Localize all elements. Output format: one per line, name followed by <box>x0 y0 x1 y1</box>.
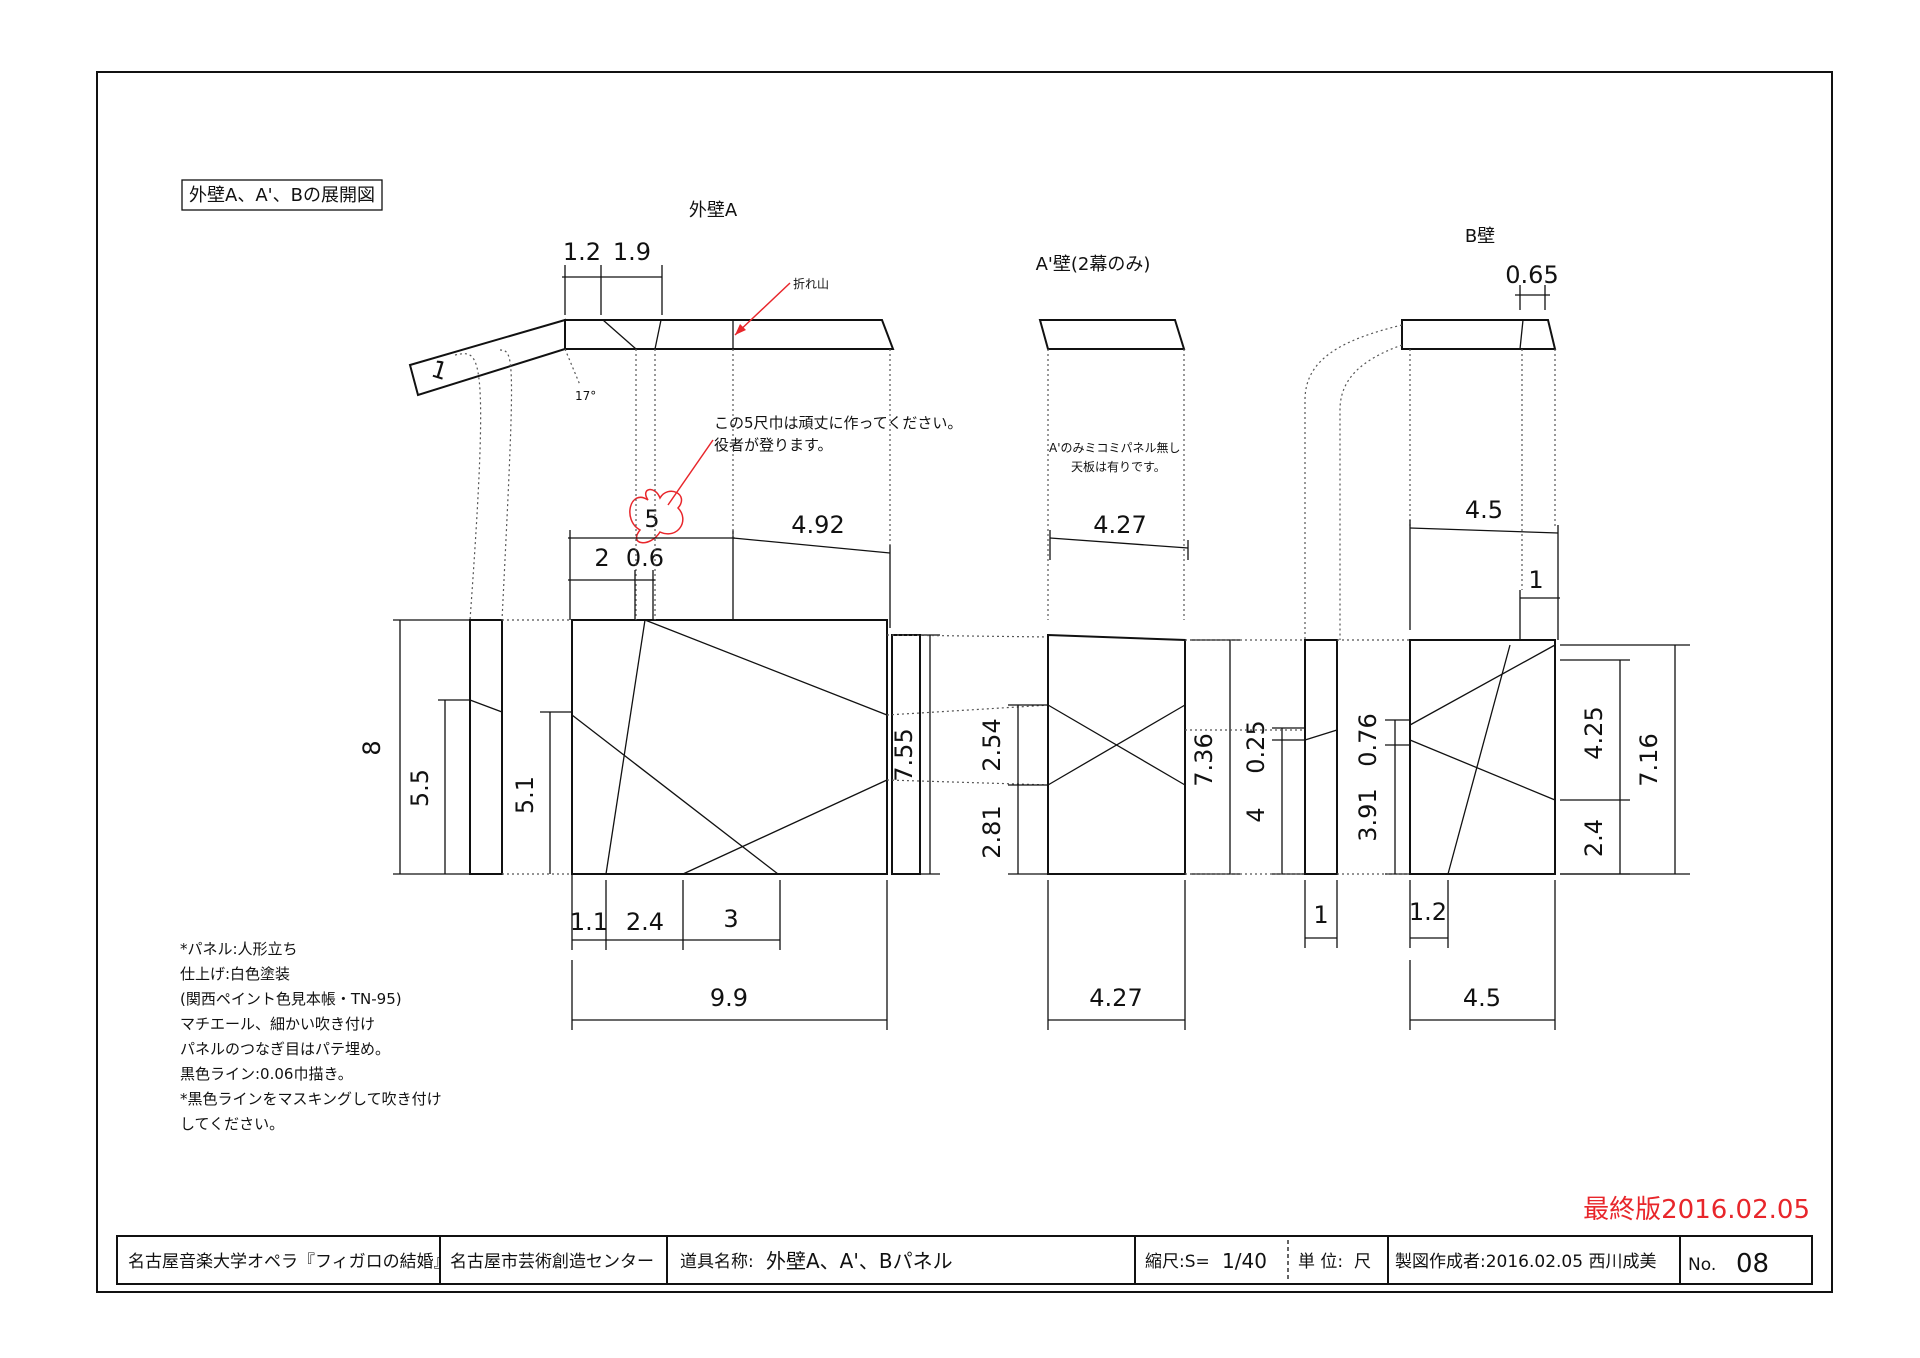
wall-b-title: B壁 <box>1465 226 1495 247</box>
dim-b-7-16: 7.16 <box>1635 733 1663 786</box>
dim-b-3-91: 3.91 <box>1354 788 1382 841</box>
tb-scale-label: 縮尺:S= <box>1145 1252 1210 1272</box>
wall-a-prime-dims <box>1008 639 1240 1030</box>
dim-b-4-5-bottom: 4.5 <box>1463 984 1501 1012</box>
fold-arrowhead <box>735 324 746 335</box>
note-a-line1: この5尺巾は頑丈に作ってください。 <box>714 414 962 432</box>
fold-arrow <box>734 282 791 336</box>
title-block <box>116 1235 1813 1285</box>
tb-drafter: 製図作成者:2016.02.05 西川成美 <box>1395 1252 1656 1272</box>
note-line-8: してください。 <box>180 1115 284 1133</box>
dim-a-0-6: 0.6 <box>626 544 664 572</box>
note-line-6: 黒色ライン:0.06巾描き。 <box>180 1065 353 1083</box>
dim-a-9-9: 9.9 <box>710 984 748 1012</box>
note-line-5: パネルのつなぎ目はパテ埋め。 <box>180 1040 390 1058</box>
note-ap-line1: A'のみミコミパネル無し <box>1049 440 1181 455</box>
dim-a-7-55: 7.55 <box>890 728 918 781</box>
dim-a-4-92: 4.92 <box>791 511 844 539</box>
wall-a-left-dims <box>393 619 940 875</box>
tb-prop-label: 道具名称: <box>680 1252 754 1272</box>
dim-ap-2-81: 2.81 <box>978 805 1006 858</box>
dim-a-5: 5 <box>644 505 659 533</box>
wall-a-prime-title: A'壁(2幕のみ) <box>1036 254 1151 275</box>
dim-a-2: 2 <box>594 544 609 572</box>
dim-5-cloud <box>629 488 684 544</box>
heading-text: 外壁A、A'、Bの展開図 <box>189 185 375 206</box>
note-line-3: (関西ペイント色見本帳・TN-95) <box>180 990 402 1008</box>
dim-a-5-5: 5.5 <box>406 769 434 807</box>
note-line-2: 仕上げ:白色塗装 <box>180 965 290 983</box>
dim-b-0-25: 0.25 <box>1242 720 1270 773</box>
dim-b-4: 4 <box>1242 807 1270 822</box>
angle-label: 17° <box>575 389 596 403</box>
dim-a-5-1: 5.1 <box>511 776 539 814</box>
wall-b-elevation <box>1304 639 1556 875</box>
wall-a-elevation <box>469 619 921 875</box>
note-line-1: *パネル:人形立ち <box>180 940 298 958</box>
dim-b-0-65: 0.65 <box>1505 261 1558 289</box>
tb-venue: 名古屋市芸術創造センター <box>450 1252 654 1272</box>
wall-b-upper-dims <box>1409 520 1560 640</box>
dim-a-1-1: 1.1 <box>570 908 608 936</box>
dim-b-4-25: 4.25 <box>1580 706 1608 759</box>
wall-b-dims <box>1272 644 1690 1030</box>
dim-ap-4-27-top: 4.27 <box>1093 511 1146 539</box>
dim-a-2-4: 2.4 <box>626 908 664 936</box>
dim-b-1-2: 1.2 <box>1409 898 1447 926</box>
note-ap-line2: 天板は有りです。 <box>1071 460 1166 474</box>
tb-unit-value: 尺 <box>1354 1252 1371 1272</box>
dim-ap-4-27-bottom: 4.27 <box>1089 984 1142 1012</box>
wall-a-title: 外壁A <box>689 200 738 221</box>
wall-a-bottom-dims <box>571 874 888 1030</box>
wall-b-plan <box>1304 285 1557 640</box>
tb-prop-name: 外壁A、A'、Bパネル <box>766 1249 953 1273</box>
dim-b-2-4: 2.4 <box>1580 819 1608 857</box>
dim-b-0-76: 0.76 <box>1354 713 1382 766</box>
tb-no-value: 08 <box>1736 1249 1769 1279</box>
note-a-line2: 役者が登ります。 <box>714 436 833 454</box>
dim-a-3: 3 <box>723 905 738 933</box>
note-line-4: マチエール、細かい吹き付け <box>180 1015 375 1033</box>
tb-no-label: No. <box>1688 1255 1716 1275</box>
note-line-7: *黒色ラインをマスキングして吹き付け <box>180 1090 442 1108</box>
dim-a-1-2: 1.2 <box>563 238 601 266</box>
wall-a-plan <box>408 265 895 397</box>
wall-a-prime-plan <box>1038 319 1186 620</box>
dim-a-1-9: 1.9 <box>613 238 651 266</box>
heading-box <box>181 179 383 211</box>
tb-unit-label: 単 位: <box>1298 1252 1343 1272</box>
dim-b-1-bottom: 1 <box>1313 901 1328 929</box>
dim-b-1-top: 1 <box>1528 566 1543 594</box>
wall-a-projections <box>454 349 1051 875</box>
tb-scale-value: 1/40 <box>1222 1249 1267 1273</box>
fold-label: 折れ山 <box>793 276 829 291</box>
wall-a-prime-elevation <box>1047 633 1186 875</box>
final-version-label: 最終版2016.02.05 <box>1583 1195 1810 1225</box>
dim-ap-2-54: 2.54 <box>978 718 1006 771</box>
wall-a-prime-upper-dims <box>1049 530 1189 560</box>
dim-ap-7-36: 7.36 <box>1190 733 1218 786</box>
sheet-border <box>96 71 1833 1293</box>
dim-b-4-5-top: 4.5 <box>1465 496 1503 524</box>
tb-production: 名古屋音楽大学オペラ『フィガロの結婚』 <box>128 1252 451 1272</box>
note-a-arrow <box>667 439 714 506</box>
dim-a-8: 8 <box>358 740 386 755</box>
wall-ap-b-projections <box>1185 639 1410 875</box>
wall-a-upper-dims <box>568 530 891 628</box>
